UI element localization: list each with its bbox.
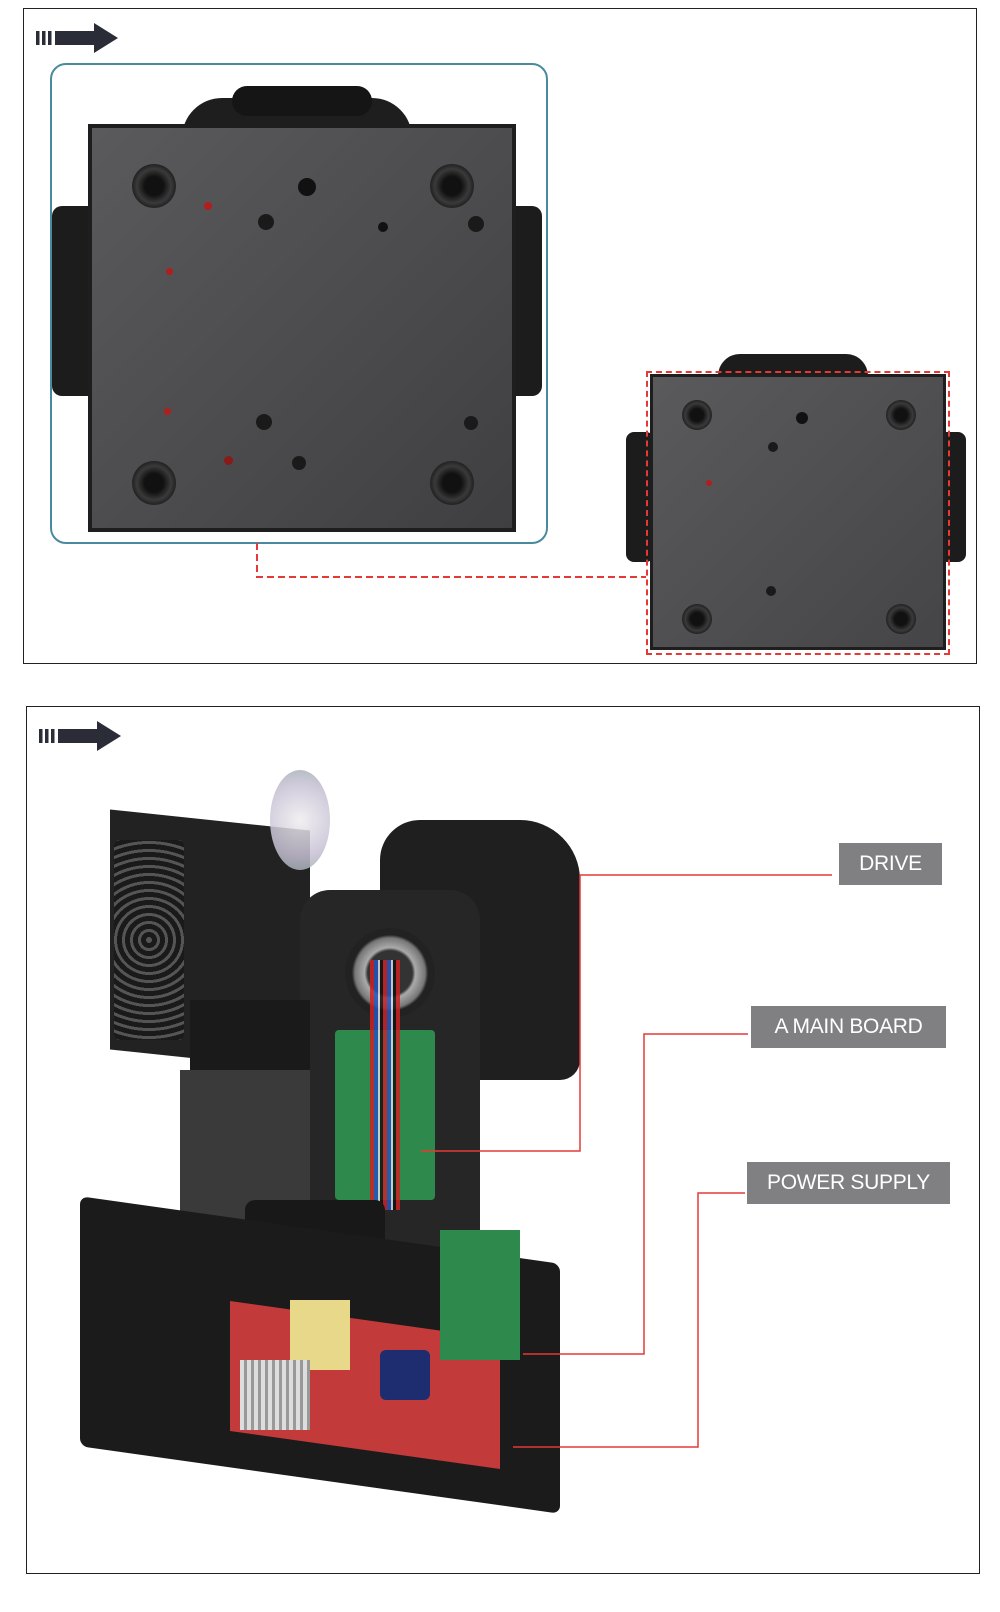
right-arrow-icon [39, 721, 121, 751]
light-internal-image [80, 760, 580, 1540]
main-board-label: A MAIN BOARD [751, 1006, 946, 1048]
drive-label: DRIVE [839, 843, 942, 885]
drive-callout-line [421, 874, 832, 1152]
connector-dashed-line [256, 543, 646, 578]
right-arrow-icon [36, 23, 118, 53]
power-supply-callout-line [513, 1192, 745, 1448]
main-board-callout-line [523, 1033, 748, 1355]
bottom-view-highlight-box [646, 371, 950, 655]
light-bottom-image-large [52, 86, 544, 532]
light-bottom-image-small [626, 354, 968, 654]
bottom-view-zoomed-box [50, 63, 548, 544]
power-supply-label: POWER SUPPLY [747, 1162, 950, 1204]
